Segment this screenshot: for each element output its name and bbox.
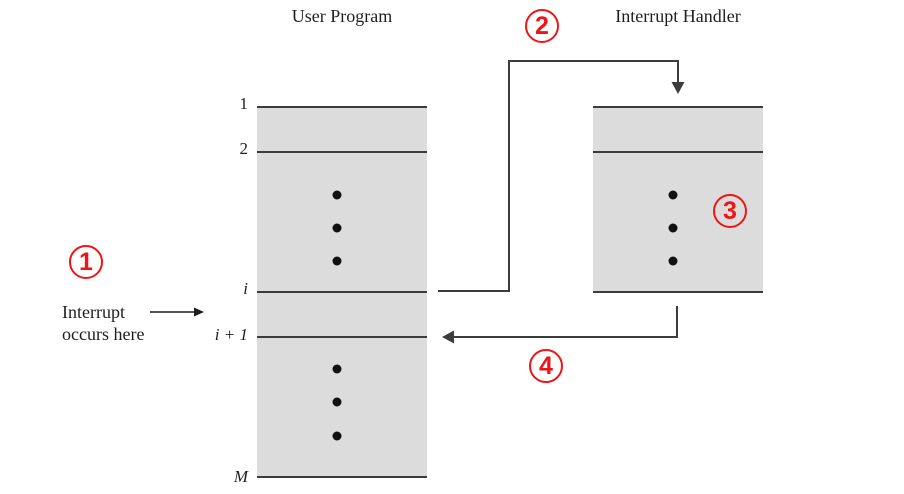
annotation-line-1: Interrupt (62, 302, 125, 322)
user-program-lower-ellipsis (332, 364, 342, 441)
return-flow-arrow (442, 306, 678, 344)
step-badge-1: 1 (69, 245, 103, 279)
interrupt-handler-ellipsis (668, 190, 678, 266)
interrupt-handler-title: Interrupt Handler (615, 6, 741, 26)
user-program-title: User Program (291, 6, 393, 26)
interrupt-handler-rules (593, 106, 763, 293)
interrupt-pointer-arrow (150, 307, 204, 317)
row-label-i: i (243, 279, 248, 298)
interrupt-occurs-here-label: Interrupt occurs here (62, 301, 144, 345)
user-program-upper-ellipsis (332, 190, 342, 266)
row-label-2: 2 (239, 139, 249, 158)
step-badge-4: 4 (529, 349, 563, 383)
row-label-1: 1 (239, 94, 249, 113)
step-badge-3: 3 (713, 194, 747, 228)
step-badge-2: 2 (525, 9, 559, 43)
call-flow-arrow (438, 60, 685, 292)
row-label-m: M (233, 467, 248, 486)
annotation-line-2: occurs here (62, 324, 145, 344)
row-label-i-plus-1: i + 1 (214, 325, 248, 344)
user-program-rules (257, 106, 427, 478)
